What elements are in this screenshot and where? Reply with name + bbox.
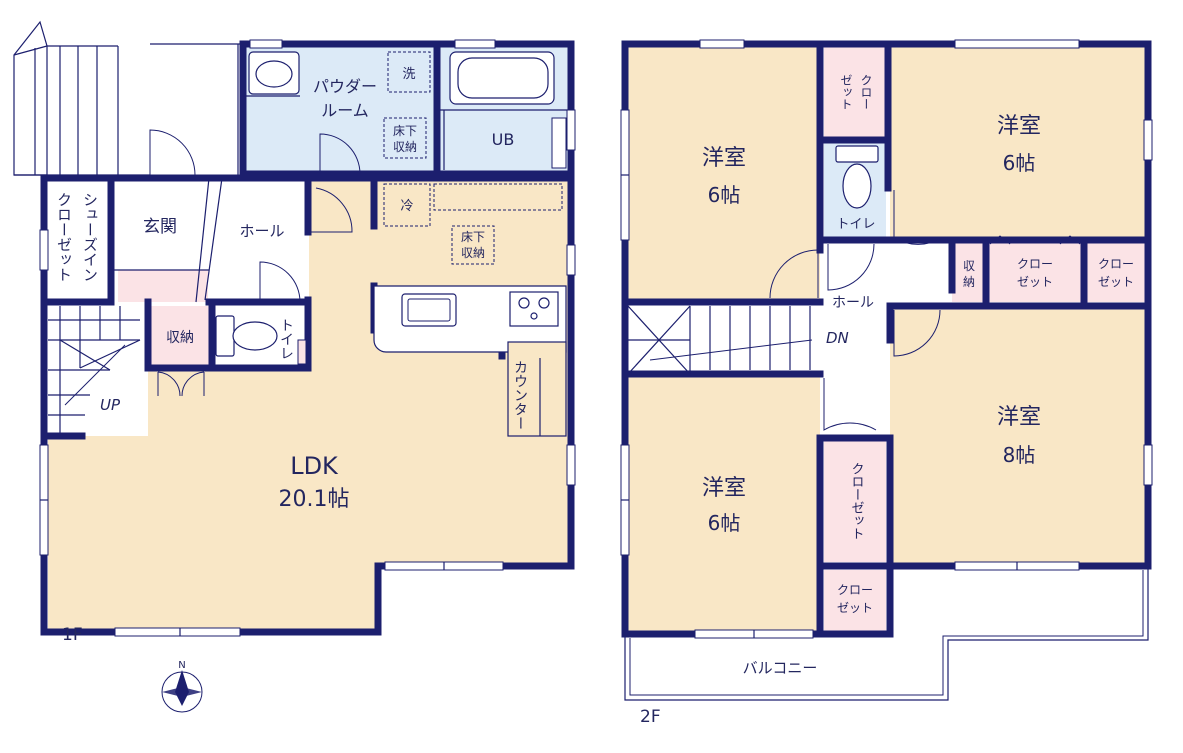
stairs-1f [44, 306, 141, 440]
kitchen-cabinet [433, 183, 563, 211]
storage-label-2f: 収納 [963, 259, 975, 289]
room-se-area [890, 306, 1148, 566]
storage-label-1f: 収納 [166, 330, 194, 346]
hall-label-2f: ホール [832, 295, 874, 311]
closet-mid-1-label: クローゼット [1017, 257, 1053, 289]
hall-lower-area-2f [820, 306, 890, 438]
shoe-closet-area [44, 178, 111, 302]
label-line: ゼット [1098, 275, 1134, 289]
shoe-closet-text: クローゼット シューズイン [55, 192, 99, 282]
toilet-fixture-2f [835, 145, 879, 209]
label-line: ゼット [837, 601, 873, 615]
porch-steps [13, 20, 150, 176]
room-nw-label: 洋室 [702, 146, 746, 171]
label-line: 床下 [461, 230, 485, 244]
kitchen-counter [373, 285, 567, 353]
label-line: 収納 [393, 140, 417, 154]
washbasin [248, 51, 300, 95]
room-nw-area [628, 44, 820, 302]
label-line: クロー [1098, 257, 1134, 271]
underfloor-storage-box-1 [383, 117, 427, 159]
storage-area-2f [952, 240, 986, 302]
closet-bottom-label: クローゼット [837, 583, 873, 615]
floor-2-label: 2F [640, 707, 661, 727]
label-line: 収納 [461, 246, 485, 260]
compass-north-label: N [178, 660, 185, 671]
powder-room-label: パウダールーム [313, 77, 377, 120]
room-sw-area [628, 374, 820, 634]
stairs-2f [627, 305, 813, 375]
label-line: ルーム [321, 101, 369, 120]
compass: N [161, 660, 203, 713]
underfloor-storage-box-2 [451, 225, 495, 265]
shoe-closet-col1: クローゼット [55, 192, 73, 282]
entrance-label: 玄関 [143, 217, 177, 237]
room-sw-size: 6帖 [708, 511, 741, 535]
underfloor-storage-label-2: 床下収納 [461, 230, 485, 260]
closet-top-label-col1: クロー [859, 74, 873, 110]
floor-1-label: 1F [62, 625, 83, 645]
entrance-step [118, 270, 208, 302]
entrance-area [111, 178, 209, 270]
bathtub [449, 51, 555, 105]
floor-2 [620, 39, 1153, 701]
label-line: パウダー [313, 77, 377, 96]
fridge-box [383, 183, 431, 227]
front-door-swing [149, 129, 196, 176]
washer-box [387, 51, 431, 93]
ldk-label: LDK [290, 452, 339, 480]
closet-top-label-col2: ゼット [839, 74, 853, 110]
label-line: 納 [963, 275, 975, 289]
floor-1 [13, 20, 576, 637]
label-line: 収 [963, 259, 975, 273]
room-ne-area [890, 44, 1148, 240]
stairs-up-label: UP [100, 396, 121, 414]
storage-area-1f [150, 306, 212, 368]
room-sw-label: 洋室 [702, 476, 746, 501]
toilet-fixture-1f [215, 315, 278, 357]
fridge-label: 冷 [400, 199, 413, 214]
hall-area-1f [209, 178, 309, 302]
closet-bottom-area [824, 570, 886, 634]
room-ne-size: 6帖 [1003, 151, 1036, 175]
balcony-label: バルコニー [743, 659, 818, 677]
label-line: ゼット [1017, 275, 1053, 289]
room-ne-label: 洋室 [997, 114, 1041, 139]
windows-2f [620, 39, 1153, 639]
counter-box [507, 341, 567, 437]
stairs-area-1f [48, 306, 148, 436]
closet-top-area [824, 44, 886, 140]
closet-v-label: クローゼット [849, 462, 865, 540]
hall-area-2f [824, 240, 952, 306]
closet-mid-2-area [1084, 240, 1148, 302]
room-se-label: 洋室 [997, 405, 1041, 430]
room-nw-size: 6帖 [708, 183, 741, 207]
underfloor-storage-label-1: 床下収納 [393, 124, 417, 154]
toilet-label-2f: トイレ [836, 217, 875, 232]
closet-mid-2-label: クローゼット [1098, 257, 1134, 289]
windows-1f [39, 39, 576, 637]
label-line: クロー [1017, 257, 1053, 271]
counter-label: カウンター [512, 360, 528, 430]
closet-mid-1-area [986, 240, 1084, 302]
bath-label: UB [492, 130, 515, 149]
ldk-size-label: 20.1帖 [279, 487, 350, 512]
label-line: クロー [837, 583, 873, 597]
closet-v-area [824, 438, 886, 562]
label-line: 床下 [393, 124, 417, 138]
shoe-closet-col2: シューズイン [81, 192, 99, 282]
room-se-size: 8帖 [1003, 443, 1036, 467]
toilet-label-1f: トイレ [278, 318, 294, 360]
washer-label: 洗 [402, 67, 415, 82]
stairs-down-label: DN [826, 329, 849, 347]
hall-label-1f: ホール [239, 222, 284, 240]
